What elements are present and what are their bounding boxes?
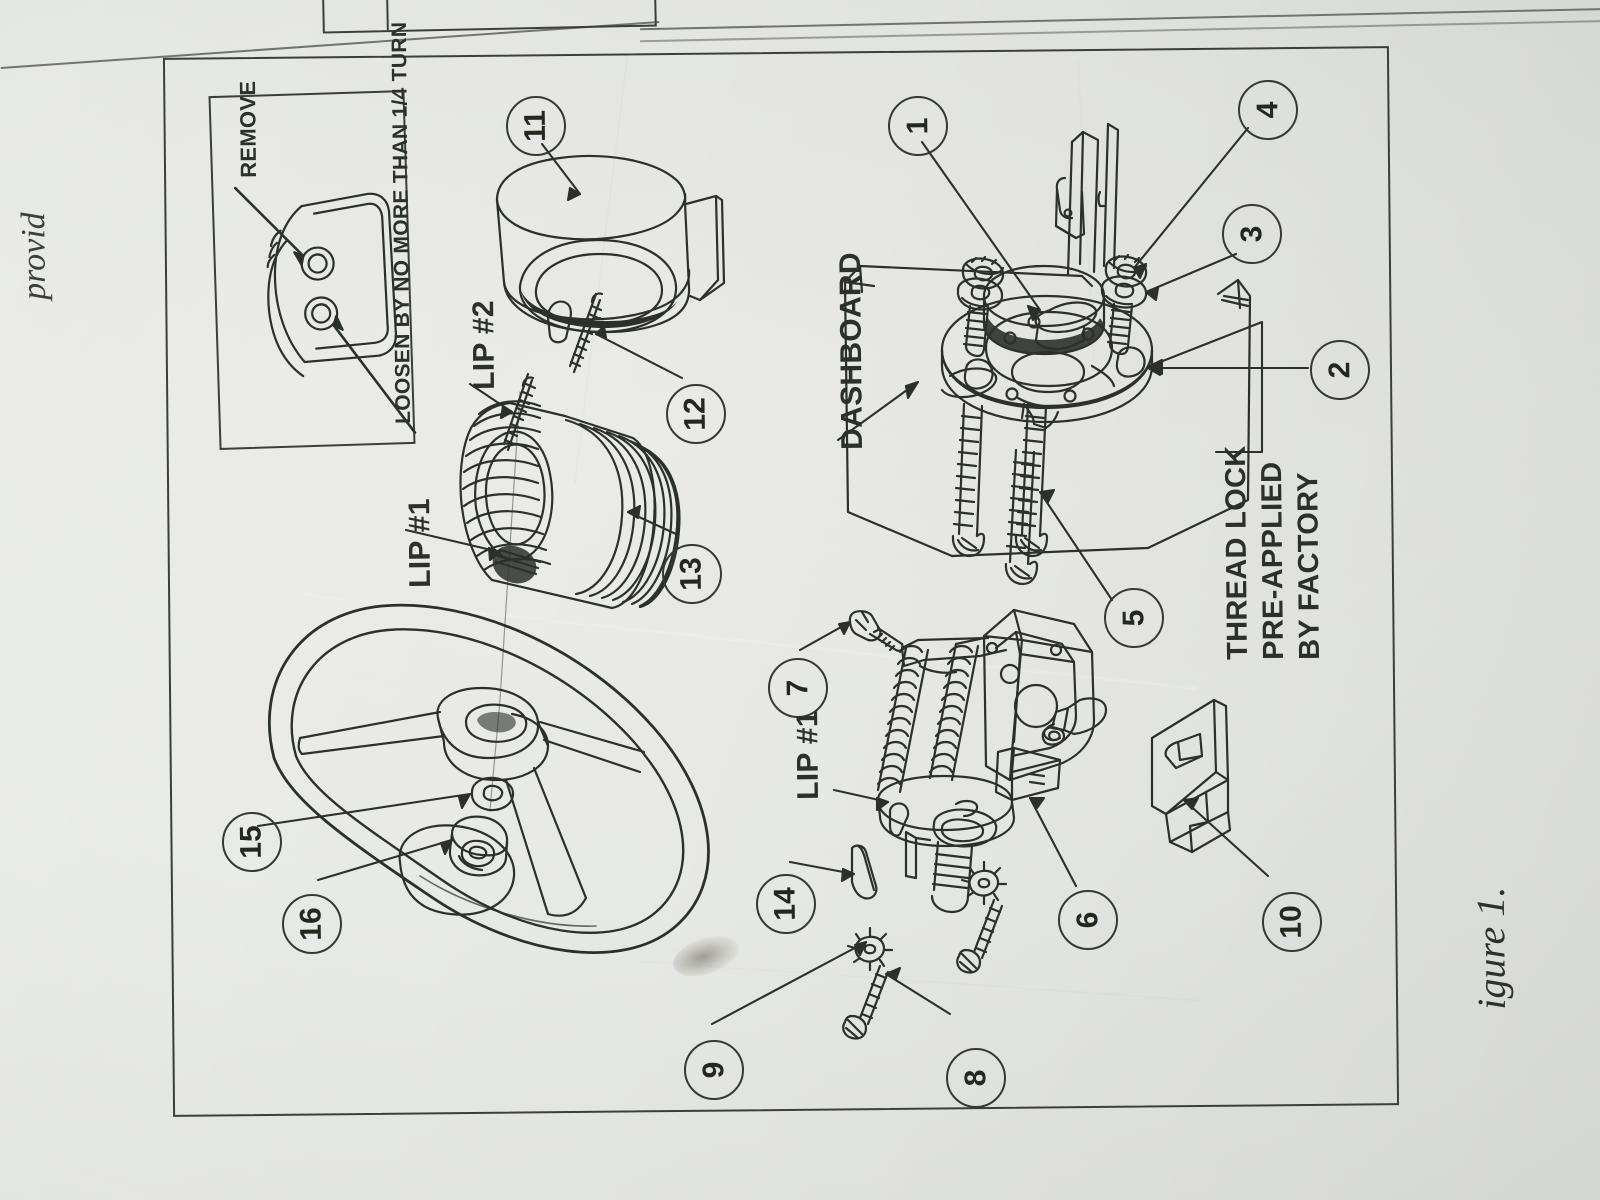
callout-14[interactable]: 14	[756, 874, 816, 934]
callout-10-number: 10	[1274, 905, 1309, 939]
part-flat-washer-right	[1102, 277, 1146, 354]
callout-12[interactable]: 12	[666, 384, 726, 444]
spring-right	[930, 644, 978, 780]
part-star-washer-right	[962, 862, 1006, 904]
part-wheel-nut	[450, 817, 507, 876]
label-thread-lock-line2: PRE-APPLIED	[1255, 461, 1290, 660]
spring-left	[878, 646, 928, 792]
label-lip1-lower: LIP #1	[791, 710, 825, 800]
callout-16-number: 16	[294, 907, 329, 941]
callout-10[interactable]: 10	[1262, 892, 1322, 952]
part-star-washer-9	[848, 928, 892, 970]
part-hub-flange	[942, 296, 1152, 428]
callout-7[interactable]: 7	[768, 658, 828, 718]
part-screw-8	[843, 966, 888, 1039]
part-upper-column-cover	[497, 156, 724, 450]
label-lip2-upper: LIP #2	[467, 300, 501, 390]
callout-6[interactable]: 6	[1058, 890, 1118, 950]
cover-screw-12	[570, 293, 602, 372]
part-roll-pin	[852, 846, 876, 899]
part-ribbed-boot	[460, 401, 679, 608]
callout-1-number: 1	[900, 117, 935, 135]
label-lip1-upper: LIP #1	[403, 498, 437, 588]
callout-9-number: 9	[696, 1061, 731, 1079]
part-long-bolt-3	[1006, 450, 1037, 584]
callout-5[interactable]: 5	[1104, 588, 1164, 648]
inset-sketch	[235, 183, 415, 438]
part-flat-washer-left	[958, 279, 1002, 356]
callout-2[interactable]: 2	[1310, 340, 1370, 400]
callout-12-number: 12	[678, 397, 713, 431]
callout-14-number: 14	[768, 887, 803, 921]
callout-4-number: 4	[1250, 101, 1285, 119]
part-switch-cover-plate	[1152, 700, 1230, 852]
callout-2-number: 2	[1322, 361, 1357, 379]
label-dashboard: DASHBOARD	[833, 251, 869, 450]
callout-15[interactable]: 15	[222, 812, 282, 872]
callout-3[interactable]: 3	[1222, 204, 1282, 264]
part-long-bolt-1	[953, 404, 984, 556]
callout-8[interactable]: 8	[946, 1048, 1006, 1108]
callout-9[interactable]: 9	[684, 1040, 744, 1100]
leader-lines	[258, 128, 1308, 1024]
callout-5-number: 5	[1116, 609, 1151, 627]
part-hex-bolt	[850, 611, 903, 651]
part-wheel-washer	[472, 778, 513, 810]
callout-3-number: 3	[1234, 225, 1269, 243]
part-tilt-mechanism	[878, 610, 1106, 912]
callout-1[interactable]: 1	[888, 96, 948, 156]
part-screw-right-lower	[957, 900, 1002, 973]
callout-11[interactable]: 11	[506, 96, 566, 156]
part-column-shaft	[1056, 124, 1118, 274]
callout-13[interactable]: 13	[662, 544, 722, 604]
label-thread-lock-line3: BY FACTORY	[1292, 471, 1326, 660]
callout-6-number: 6	[1070, 911, 1105, 929]
callout-16[interactable]: 16	[282, 894, 342, 954]
figure-caption: igure 1.	[1467, 886, 1514, 1010]
callout-7-number: 7	[780, 679, 815, 697]
part-steering-wheel	[269, 605, 708, 952]
callout-11-number: 11	[518, 109, 553, 143]
part-lock-nut-left	[963, 257, 1003, 288]
callout-15-number: 15	[234, 825, 269, 859]
left-edge-partial-text: provid	[15, 212, 53, 300]
inset-label-loosen: LOOSEN BY NO MORE THAN 1/4 TURN	[387, 21, 415, 425]
callout-4[interactable]: 4	[1238, 80, 1298, 140]
callout-8-number: 8	[958, 1069, 993, 1087]
part-dashboard	[845, 266, 1250, 556]
inset-label-remove: REMOVE	[234, 80, 261, 178]
label-thread-lock-line1: THREAD LOCK	[1219, 445, 1254, 660]
callout-13-number: 13	[674, 557, 709, 591]
